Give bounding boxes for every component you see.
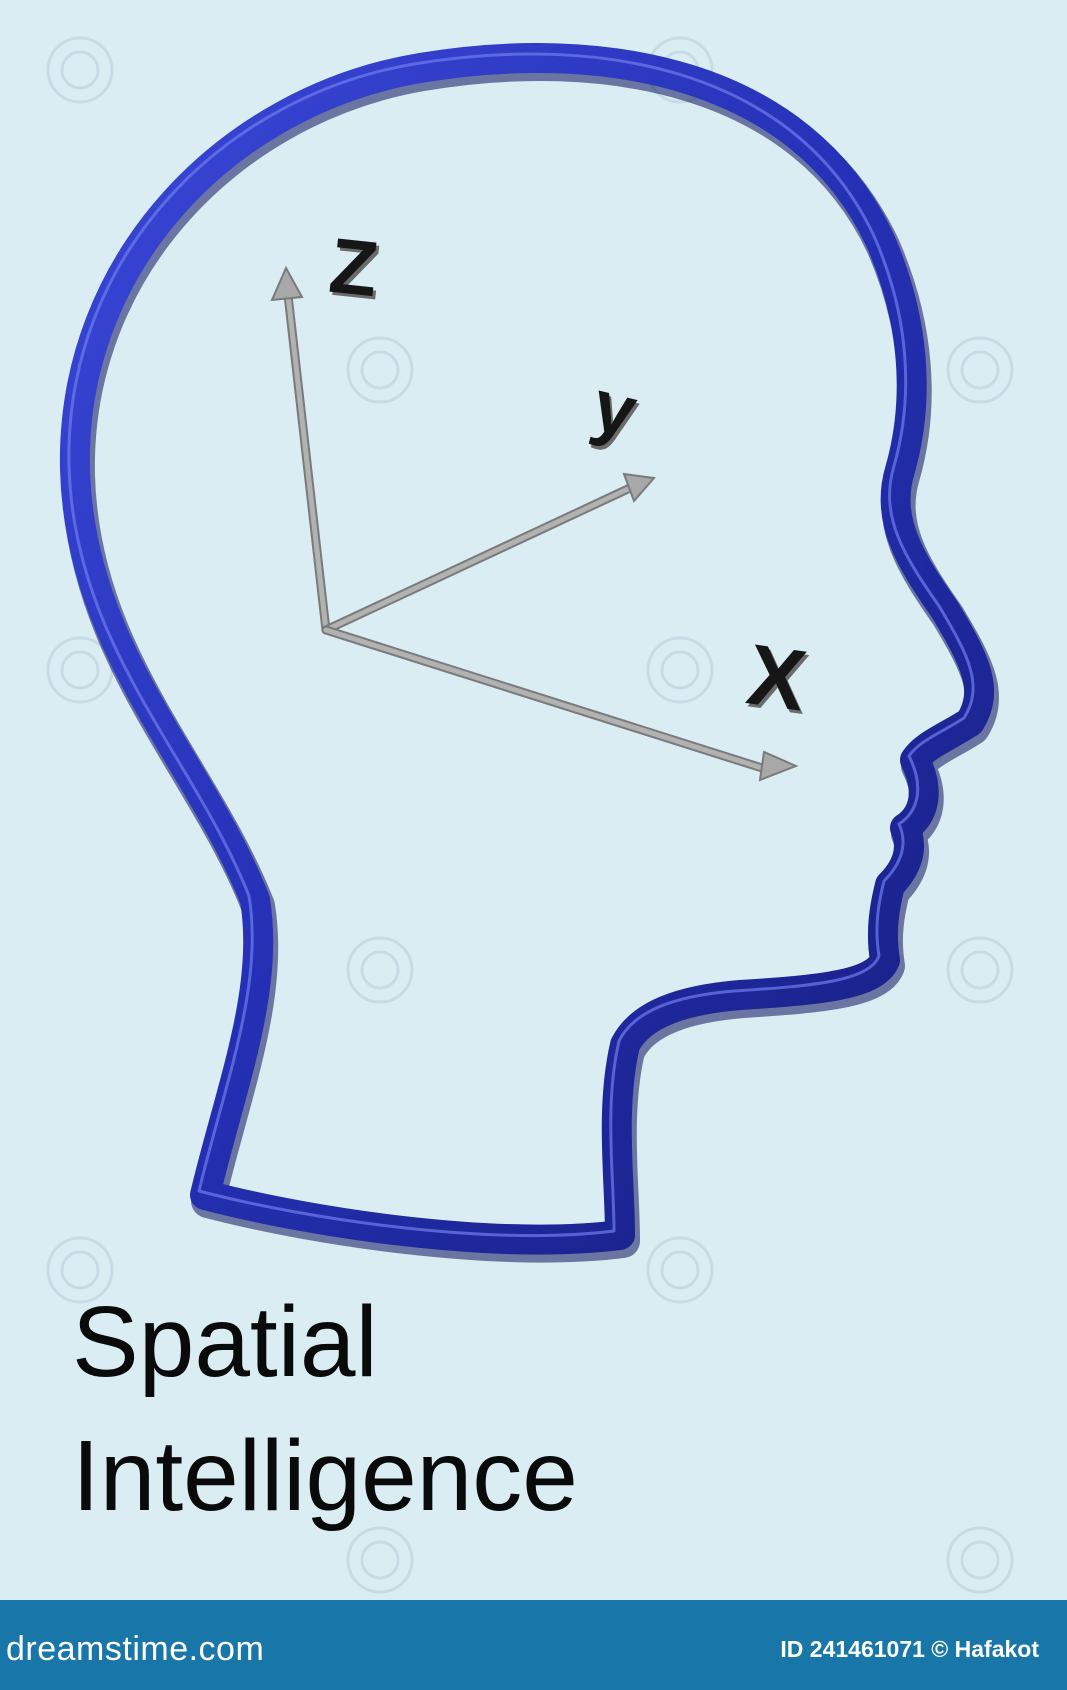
axis-arrows xyxy=(270,265,799,782)
head-outline-shadow xyxy=(60,47,1000,1263)
footer-brand-logo[interactable]: dreamstime.com xyxy=(6,1630,265,1668)
head-outline-highlight xyxy=(67,52,975,1237)
spatial-illustration: Z y X xyxy=(46,36,1014,1594)
x-axis-label: X xyxy=(741,626,812,730)
caption-line-2: Intelligence xyxy=(72,1420,578,1532)
z-arrowhead xyxy=(270,265,304,302)
x-arrowhead xyxy=(758,750,799,782)
footer-bar: dreamstime.com ID 241461071 © Hafakot xyxy=(0,1600,1067,1690)
footer-image-credit: ID 241461071 © Hafakot xyxy=(780,1636,1039,1662)
head-outline xyxy=(59,43,995,1255)
z-axis-label: Z xyxy=(325,220,383,314)
caption-line-1: Spatial xyxy=(72,1286,378,1398)
y-arrowhead xyxy=(622,472,656,503)
caption-title: Spatial Intelligence xyxy=(72,1275,972,1543)
illustration-svg xyxy=(46,36,1014,1594)
